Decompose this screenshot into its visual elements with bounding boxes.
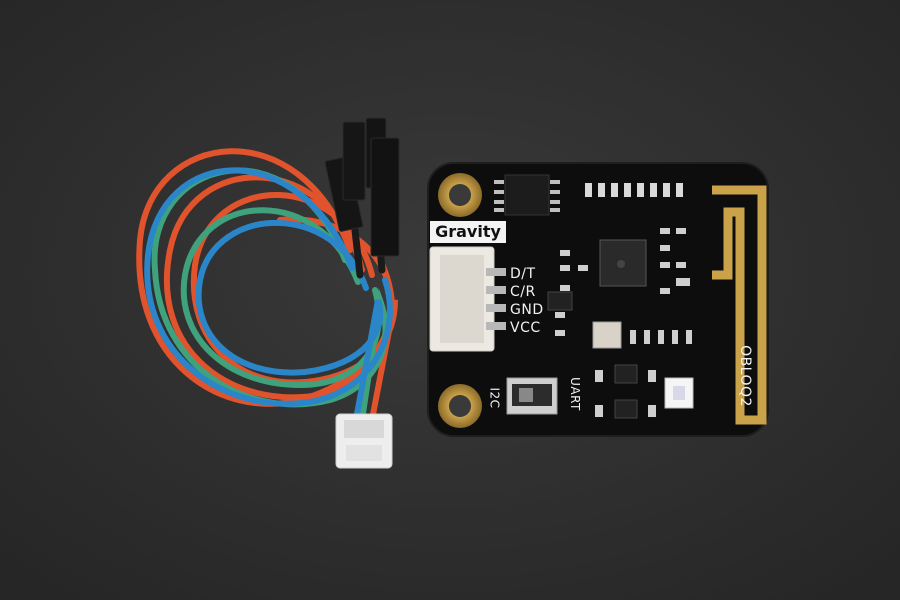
- crystal: [592, 321, 622, 349]
- connector-pins: [486, 268, 506, 330]
- transistor: [614, 364, 638, 384]
- dupont-headers: [324, 117, 400, 257]
- voltage-regulator: [547, 291, 573, 311]
- dupont-header: [342, 121, 366, 201]
- wire-blue: [195, 219, 384, 428]
- wire-green: [180, 207, 382, 389]
- antenna-trace: [712, 185, 767, 425]
- obloq-board: [427, 162, 769, 437]
- flash-chip: [504, 174, 550, 216]
- smd-resistor-row: [585, 183, 683, 197]
- dupont-header: [370, 137, 400, 257]
- switch-knob: [519, 388, 533, 402]
- jst-connector: [335, 413, 393, 469]
- wire-black: [351, 226, 364, 279]
- transistor: [614, 399, 638, 419]
